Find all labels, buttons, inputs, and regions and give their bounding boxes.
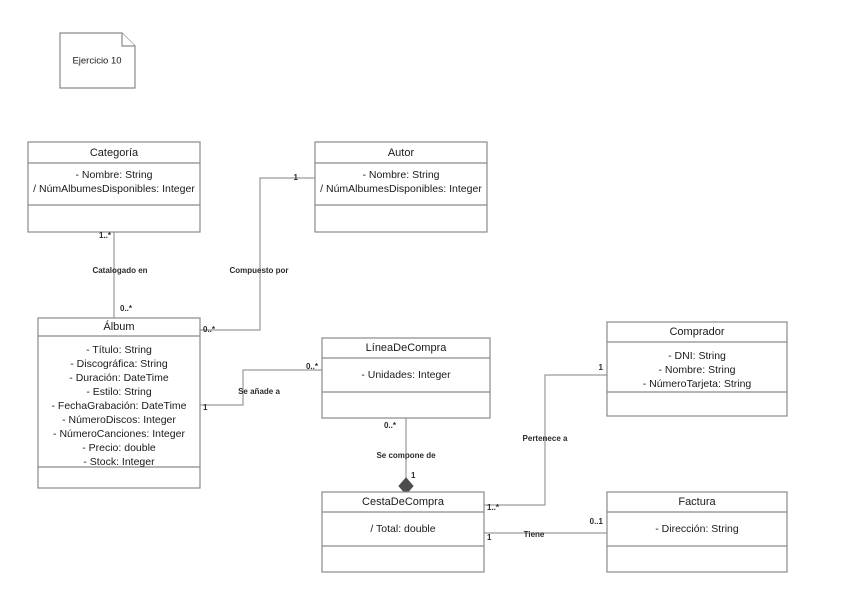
label-tiene: Tiene: [524, 530, 545, 539]
class-box-factura[interactable]: Factura - Dirección: String: [606, 491, 788, 573]
note-ejercicio: Ejercicio 10: [59, 32, 136, 89]
factura-title: Factura: [678, 496, 716, 508]
label-catalogado-en: Catalogado en: [92, 266, 147, 275]
class-box-cestadecompra[interactable]: CestaDeCompra / Total: double: [321, 491, 485, 573]
album-attr-3: - Estilo: String: [86, 386, 152, 398]
lineadecompra-frame: [321, 337, 491, 419]
mult-tiene-source: 1: [487, 533, 492, 542]
class-box-autor[interactable]: Autor - Nombre: String / NúmAlbumesDispo…: [314, 141, 488, 233]
factura-frame: [606, 491, 788, 573]
album-frame: [37, 317, 201, 489]
comprador-frame: [606, 321, 788, 417]
album-attr-1: - Discográfica: String: [70, 358, 168, 370]
mult-compone-source: 0..*: [384, 421, 397, 430]
autor-frame: [314, 141, 488, 233]
autor-title: Autor: [388, 147, 415, 159]
album-attr-6: - NúmeroCanciones: Integer: [53, 428, 185, 440]
lineadecompra-attr-0: - Unidades: Integer: [361, 369, 451, 381]
mult-pertenece-source: 1..*: [487, 503, 500, 512]
edge-se-anade-a[interactable]: [200, 369, 322, 406]
mult-compone-target: 1: [411, 471, 416, 480]
label-se-compone-de: Se compone de: [376, 451, 436, 460]
note-text: Ejercicio 10: [72, 56, 121, 67]
mult-tiene-target: 0..1: [590, 517, 604, 526]
cestadecompra-attr-0: / Total: double: [370, 523, 435, 535]
mult-compuesto-source: 1: [294, 173, 299, 182]
comprador-attr-2: - NúmeroTarjeta: String: [643, 378, 752, 390]
album-attr-2: - Duración: DateTime: [69, 372, 169, 384]
label-se-anade-a: Se añade a: [238, 387, 280, 396]
comprador-attr-0: - DNI: String: [668, 350, 726, 362]
autor-attr-1: / NúmAlbumesDisponibles: Integer: [320, 183, 482, 195]
album-attr-0: - Título: String: [86, 344, 152, 356]
note-shape: [59, 32, 136, 89]
mult-anade-target: 0..*: [306, 362, 319, 371]
factura-attr-0: - Dirección: String: [655, 523, 739, 535]
cestadecompra-frame: [321, 491, 485, 573]
lineadecompra-title: LíneaDeCompra: [366, 342, 448, 354]
cestadecompra-title: CestaDeCompra: [362, 496, 445, 508]
edge-compuesto-por[interactable]: [200, 177, 315, 331]
label-compuesto-por: Compuesto por: [229, 266, 288, 275]
mult-catalogado-source: 1..*: [99, 231, 112, 240]
mult-catalogado-target: 0..*: [120, 304, 133, 313]
album-title: Álbum: [103, 320, 134, 333]
album-attr-8: - Stock: Integer: [83, 456, 155, 468]
autor-attr-0: - Nombre: String: [362, 169, 439, 181]
class-box-comprador[interactable]: Comprador - DNI: String - Nombre: String…: [606, 321, 788, 417]
class-box-album[interactable]: Álbum - Título: String - Discográfica: S…: [37, 317, 201, 489]
mult-pertenece-target: 1: [599, 363, 604, 372]
mult-anade-source: 1: [203, 403, 208, 412]
label-pertenece-a: Pertenece a: [523, 434, 568, 443]
album-attr-4: - FechaGrabación: DateTime: [52, 400, 187, 412]
album-attr-5: - NúmeroDiscos: Integer: [62, 414, 176, 426]
comprador-title: Comprador: [669, 326, 724, 338]
class-box-lineadecompra[interactable]: LíneaDeCompra - Unidades: Integer: [321, 337, 491, 419]
album-attr-7: - Precio: double: [82, 442, 156, 454]
edge-pertenece-a[interactable]: [484, 374, 607, 506]
categoria-title: Categoría: [90, 147, 139, 159]
categoria-attr-0: - Nombre: String: [75, 169, 152, 181]
categoria-frame: [27, 141, 201, 233]
categoria-attr-1: / NúmAlbumesDisponibles: Integer: [33, 183, 195, 195]
class-box-categoria[interactable]: Categoría - Nombre: String / NúmAlbumesD…: [27, 141, 201, 233]
mult-compuesto-target: 0..*: [203, 325, 216, 334]
comprador-attr-1: - Nombre: String: [658, 364, 735, 376]
note-fold-icon: [121, 33, 135, 47]
